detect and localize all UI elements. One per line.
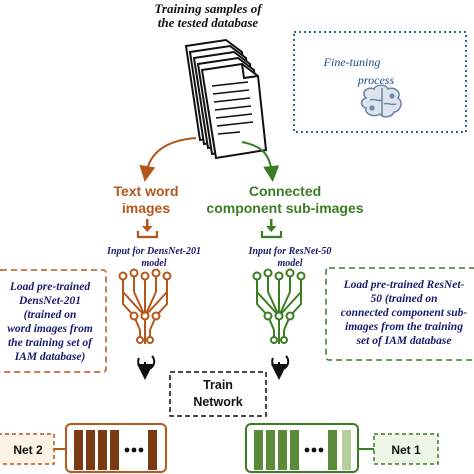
left-load-line4: word images from bbox=[7, 323, 93, 335]
left-load-line1: Load pre-trained bbox=[9, 281, 90, 293]
right-branch-heading-line1: Connected bbox=[249, 183, 321, 199]
net2-label: Net 2 bbox=[13, 443, 43, 457]
left-input-label-line1: Input for DensNet-201 bbox=[106, 246, 201, 257]
left-branch-heading-line2: images bbox=[122, 200, 170, 216]
tray-download-icon bbox=[136, 219, 159, 239]
layer-stack-icon bbox=[65, 423, 167, 473]
arrow-to-left-branch bbox=[139, 137, 197, 182]
right-branch-heading-line2: component sub-images bbox=[206, 200, 363, 216]
right-load-line3: connected component sub- bbox=[341, 307, 468, 319]
left-load-line6: IAM database) bbox=[14, 351, 86, 363]
train-network-box: Train Network bbox=[169, 371, 267, 417]
neural-network-icon bbox=[118, 268, 172, 344]
right-input-label-line2: model bbox=[278, 258, 303, 269]
fine-tuning-label-line1: Fine-tuning bbox=[323, 55, 381, 69]
brain-icon bbox=[360, 84, 402, 118]
left-load-line5: the training set of bbox=[8, 337, 93, 349]
train-network-line2: Network bbox=[193, 395, 242, 409]
right-load-line4: images from the training bbox=[345, 321, 463, 333]
right-load-line1: Load pre-trained ResNet- bbox=[343, 279, 465, 291]
tray-download-icon bbox=[260, 219, 283, 239]
refresh-icon bbox=[271, 355, 290, 380]
training-samples-title-line2: the tested database bbox=[158, 15, 259, 30]
right-load-line5: set of IAM database bbox=[356, 335, 452, 347]
net1-label-box: Net 1 bbox=[373, 433, 439, 465]
right-pretrained-box: Load pre-trained ResNet- 50 (trained on … bbox=[325, 267, 474, 361]
left-input-label-line2: model bbox=[142, 258, 167, 269]
right-load-line2: 50 (trained on bbox=[370, 293, 437, 305]
layer-stack-icon bbox=[245, 423, 359, 473]
right-input-label-line1: Input for ResNet-50 bbox=[248, 246, 332, 257]
net2-label-box: Net 2 bbox=[0, 433, 55, 465]
fine-tuning-panel: Fine-tuning process bbox=[293, 31, 467, 133]
left-load-line3: (trained on bbox=[24, 309, 77, 321]
neural-network-icon bbox=[252, 268, 306, 344]
refresh-icon bbox=[137, 355, 156, 380]
left-load-line2: DensNet-201 bbox=[18, 295, 81, 307]
train-network-line1: Train bbox=[203, 378, 233, 392]
training-samples-title-line1: Training samples of bbox=[154, 1, 263, 16]
left-branch-heading-line1: Text word bbox=[113, 183, 178, 199]
left-pretrained-box: Load pre-trained DensNet-201 (trained on… bbox=[0, 269, 107, 373]
document-stack-icon bbox=[184, 38, 268, 160]
fine-tuning-label-line2: process bbox=[357, 73, 395, 87]
net1-label: Net 1 bbox=[391, 443, 421, 457]
arrow-to-right-branch bbox=[241, 141, 280, 182]
